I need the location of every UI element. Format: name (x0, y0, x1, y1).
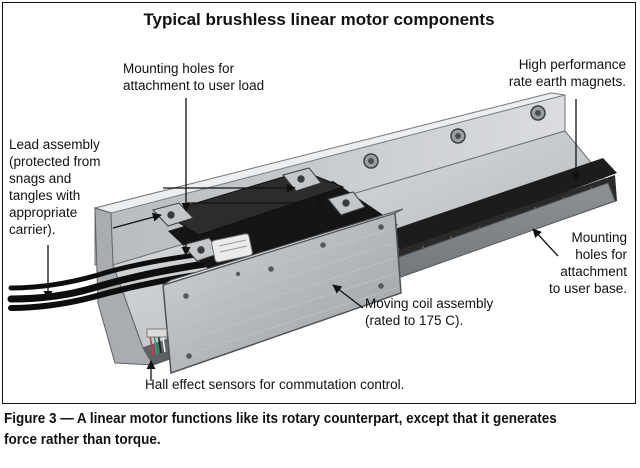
linear-motor-illustration (7, 92, 617, 381)
connector (211, 233, 253, 263)
label-lead-assembly: Lead assembly (protected from snags and … (9, 137, 101, 237)
rail-left-end (94, 207, 154, 366)
label-moving-coil: Moving coil assembly (rated to 175 C). (365, 296, 494, 328)
annotation-arrows (43, 98, 581, 381)
label-magnets: High performance rate earth magnets. (508, 57, 626, 89)
rail-screws (363, 105, 546, 169)
figure-caption: Figure 3 — A linear motor functions like… (4, 411, 557, 448)
plate-texture (172, 227, 400, 359)
label-hall-sensors: Hall effect sensors for commutation cont… (145, 377, 405, 392)
label-mounting-holes-load: Mounting holes for attachment to user lo… (123, 61, 265, 93)
coil-plate-top-edge (162, 208, 404, 286)
label-mounting-holes-base: Mounting holes for attachment to user ba… (548, 230, 627, 296)
figure-title: Typical brushless linear motor component… (143, 10, 495, 29)
figure-frame: Typical brushless linear motor component… (2, 2, 636, 404)
plate-screws (183, 224, 384, 359)
magnet-channel (383, 158, 617, 253)
hall-sensor-wires (146, 328, 168, 356)
